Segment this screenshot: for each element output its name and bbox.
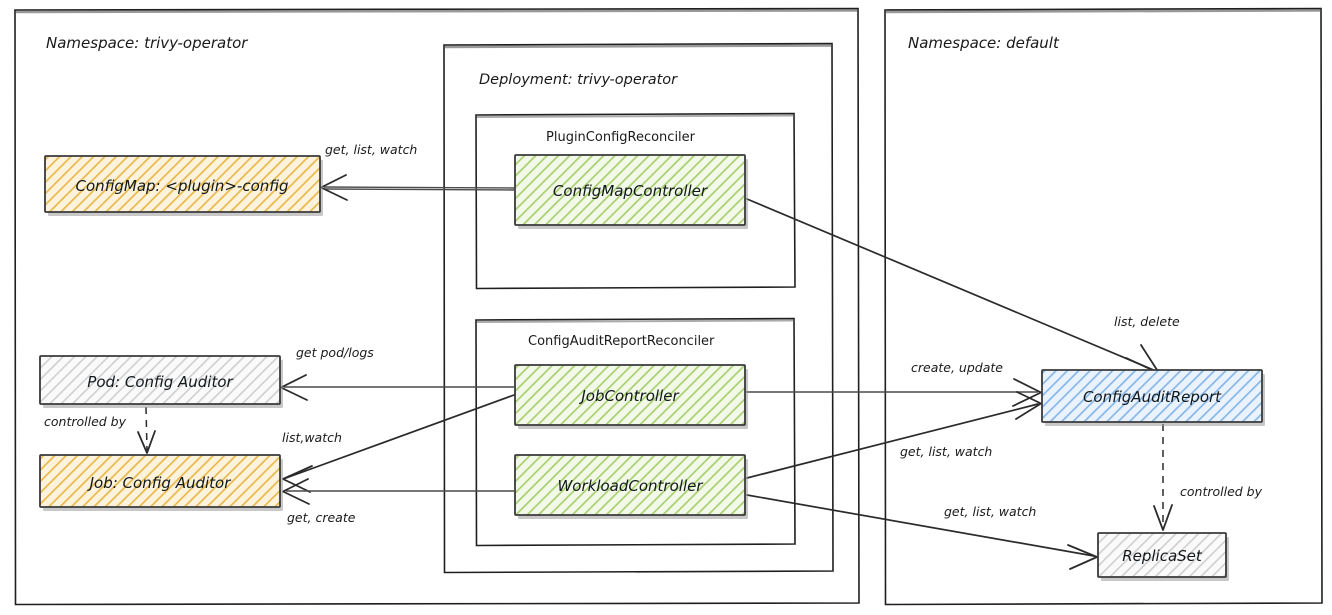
edge-controlled-by-replicaset: controlled by xyxy=(1153,424,1263,531)
container-config-audit-report-reconciler: ConfigAuditReportReconciler xyxy=(475,317,796,547)
namespace-trivy-label: Namespace: trivy-operator xyxy=(46,34,248,52)
namespace-default-label: Namespace: default xyxy=(908,34,1060,52)
config-audit-report-reconciler-label: ConfigAuditReportReconciler xyxy=(528,334,715,349)
node-label-job: Job: Config Auditor xyxy=(87,474,232,492)
edge-label-e4: controlled by xyxy=(44,414,127,429)
edge-get-pod-logs: get pod/logs xyxy=(280,345,514,401)
node-label-replicaset: ReplicaSet xyxy=(1122,547,1203,565)
edge-get-create-job: get, create xyxy=(282,478,514,525)
edge-label-e3: get pod/logs xyxy=(296,345,374,360)
edge-label-e9: get, list, watch xyxy=(944,504,1036,519)
node-pod-config-auditor[interactable]: Pod: Config Auditor xyxy=(39,355,283,408)
node-label-pod: Pod: Config Auditor xyxy=(87,373,233,391)
edge-label-e1: get, list, watch xyxy=(325,142,417,157)
node-label-config-audit-report: ConfigAuditReport xyxy=(1083,388,1222,406)
node-label-configmap: ConfigMap: <plugin>-config xyxy=(76,177,289,195)
edge-get-list-watch-car: get, list, watch xyxy=(746,391,1042,479)
node-configmap[interactable]: ConfigMap: <plugin>-config xyxy=(44,155,323,216)
container-plugin-config-reconciler: PluginConfigReconciler xyxy=(475,112,796,290)
node-config-audit-report[interactable]: ConfigAuditReport xyxy=(1041,369,1265,426)
node-workload-controller[interactable]: WorkloadController xyxy=(514,454,748,519)
edge-label-e6: get, create xyxy=(287,510,356,525)
deployment-label: Deployment: trivy-operator xyxy=(479,72,678,88)
edge-label-e5: list,watch xyxy=(282,430,342,445)
edge-list-watch-job: list,watch xyxy=(282,394,515,493)
edge-get-list-watch-replicaset: get, list, watch xyxy=(746,494,1098,570)
node-replicaset[interactable]: ReplicaSet xyxy=(1097,532,1229,581)
node-job-controller[interactable]: JobController xyxy=(514,364,748,429)
edge-label-e2: list, delete xyxy=(1114,314,1180,329)
node-label-workload-controller: WorkloadController xyxy=(557,477,703,495)
container-namespace-default: Namespace: default xyxy=(884,7,1323,606)
edge-get-list-watch-configmap: get, list, watch xyxy=(320,142,515,201)
container-deployment-trivy-operator: Deployment: trivy-operator xyxy=(443,42,834,574)
edge-label-e7: create, update xyxy=(911,360,1003,375)
edge-controlled-by-job: controlled by xyxy=(44,406,156,454)
node-label-configmap-controller: ConfigMapController xyxy=(553,182,708,200)
edge-create-update: create, update xyxy=(746,360,1042,407)
edge-label-e8: get, list, watch xyxy=(900,444,992,459)
edge-label-e10: controlled by xyxy=(1180,484,1263,499)
plugin-config-reconciler-label: PluginConfigReconciler xyxy=(546,130,696,145)
node-configmap-controller[interactable]: ConfigMapController xyxy=(514,154,748,229)
node-label-job-controller: JobController xyxy=(578,387,679,405)
node-job-config-auditor[interactable]: Job: Config Auditor xyxy=(39,454,283,511)
edge-list-delete: list, delete xyxy=(746,198,1180,374)
container-namespace-trivy-operator: Namespace: trivy-operator xyxy=(14,7,860,606)
